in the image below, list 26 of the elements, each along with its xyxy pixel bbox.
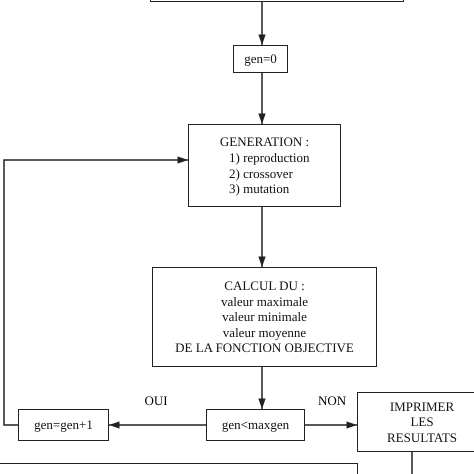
node-text: GENERATION : — [220, 134, 310, 150]
node-text: 3) mutation — [228, 181, 290, 197]
process-box — [18, 409, 109, 441]
arrow — [258, 73, 266, 124]
arrow — [258, 367, 266, 409]
process-box — [152, 267, 377, 367]
arrow — [305, 421, 357, 429]
node-text: valeur maximale — [221, 294, 308, 310]
node-text: valeur minimale — [222, 309, 307, 325]
node-text: DE LA FONCTION OBJECTIVE — [175, 340, 354, 356]
node-text: gen=gen+1 — [34, 417, 93, 433]
node-text: IMPRIMER LES RESULTATS — [386, 398, 458, 446]
node-text: 1) reproduction — [228, 150, 310, 166]
arrow — [3, 156, 188, 426]
process-box — [357, 392, 474, 452]
node-text: gen=0 — [244, 51, 277, 67]
arrow — [109, 421, 206, 429]
node-text: 2) crossover — [228, 166, 293, 182]
process-box — [188, 124, 341, 207]
decision-box — [206, 409, 305, 441]
process-box — [233, 45, 288, 73]
node-text: gen<maxgen — [222, 417, 290, 433]
arrow — [258, 2, 266, 45]
node-text: valeur moyenne — [222, 324, 306, 340]
node-text: CALCUL DU : — [224, 278, 305, 294]
arrow — [258, 207, 266, 267]
